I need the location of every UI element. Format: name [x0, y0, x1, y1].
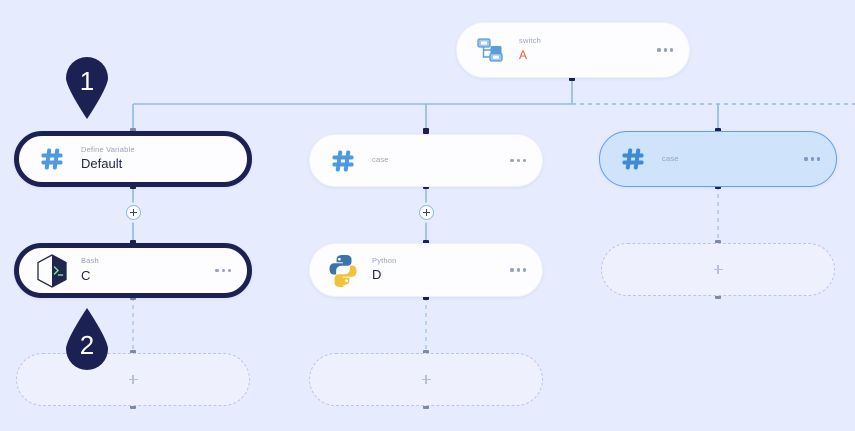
add-node-left[interactable] [16, 353, 250, 406]
hash-icon [613, 139, 653, 179]
node-bash-kind: Bash [81, 256, 99, 266]
node-define-variable-title: Default [81, 156, 123, 172]
step-marker-2-label: 2 [79, 329, 95, 360]
node-python-title: D [372, 267, 382, 283]
insert-node-left-edge[interactable] [126, 205, 141, 220]
node-switch-kind: switch [519, 36, 542, 46]
handle-switch-out[interactable] [569, 75, 575, 81]
node-switch-menu-icon[interactable] [657, 48, 673, 52]
plus-icon [421, 375, 431, 384]
node-middle-hash[interactable]: case [309, 134, 543, 187]
node-bash[interactable]: Bash C [14, 243, 252, 298]
handle-placeholder-right-out[interactable] [715, 293, 721, 299]
handle-python-out[interactable] [423, 294, 429, 300]
node-bash-title: C [81, 267, 91, 283]
node-right-hash[interactable]: case [599, 131, 837, 187]
node-middle-hash-menu-icon[interactable] [510, 158, 526, 163]
node-python-kind: Python [372, 255, 397, 265]
node-middle-hash-kind: case [372, 155, 389, 165]
node-python[interactable]: Python D [309, 243, 543, 297]
plus-icon [713, 265, 723, 274]
add-node-middle[interactable] [309, 353, 543, 406]
bash-terminal-icon [32, 251, 72, 291]
handle-middle-hash-in[interactable] [423, 128, 429, 134]
python-icon [323, 250, 363, 290]
step-marker-2: 2 [64, 308, 110, 370]
handle-placeholder-middle-out[interactable] [423, 403, 429, 409]
plus-icon [130, 209, 137, 216]
add-node-right[interactable] [601, 243, 835, 296]
node-right-hash-kind: case [662, 153, 679, 163]
step-marker-1: 1 [64, 57, 110, 119]
node-switch[interactable]: switch A [456, 22, 690, 78]
node-right-hash-menu-icon[interactable] [804, 157, 820, 161]
insert-node-middle-edge[interactable] [419, 205, 434, 220]
node-switch-title: A [519, 47, 528, 62]
node-bash-menu-icon[interactable] [215, 268, 231, 273]
hash-icon [323, 141, 363, 181]
step-marker-1-label: 1 [79, 65, 95, 96]
node-define-variable[interactable]: Define Variable Default [14, 131, 252, 187]
node-python-menu-icon[interactable] [510, 268, 526, 272]
node-define-variable-kind: Define Variable [81, 144, 135, 154]
handle-placeholder-left-out[interactable] [130, 403, 136, 409]
plus-icon [128, 375, 138, 384]
switch-branch-icon [470, 30, 510, 70]
hash-icon [32, 139, 72, 179]
plus-icon [423, 209, 430, 216]
